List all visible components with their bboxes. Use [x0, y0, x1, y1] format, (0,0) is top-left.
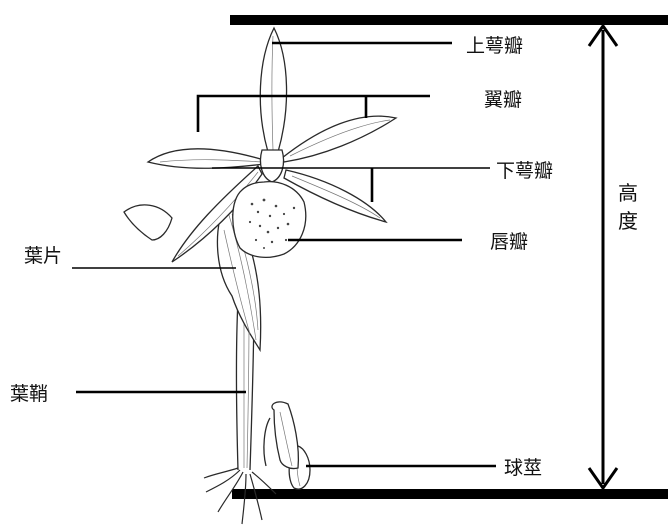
label-leaf: 葉片	[24, 245, 62, 267]
left-petal	[146, 148, 265, 169]
column	[259, 149, 285, 183]
bract	[123, 204, 173, 241]
height-label-char-1: 高	[618, 181, 638, 205]
label-pseudobulb: 球莖	[504, 457, 542, 479]
lip	[232, 180, 307, 259]
label-leaf-sheath: 葉鞘	[10, 383, 48, 405]
right-petal	[281, 115, 398, 163]
height-arrow	[587, 23, 619, 491]
leader-lateral-sepal	[212, 167, 490, 202]
dorsal-sepal	[259, 26, 288, 153]
height-label-char-2: 度	[618, 209, 638, 233]
label-lateral-sepal: 下萼瓣	[496, 160, 553, 182]
lip-speckles	[248, 198, 296, 249]
orchid-illustration	[123, 26, 398, 525]
label-petals: 翼瓣	[484, 89, 522, 111]
label-dorsal-sepal: 上萼瓣	[466, 35, 523, 57]
label-lip: 唇瓣	[490, 231, 528, 253]
leader-petals	[196, 94, 430, 132]
roots	[203, 467, 277, 525]
